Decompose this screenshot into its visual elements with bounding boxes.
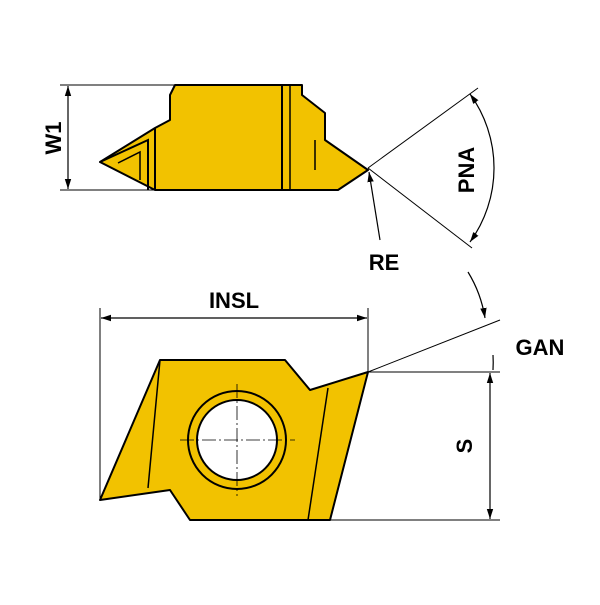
re-leader-line [369, 172, 380, 240]
gan-label: GAN [516, 335, 565, 360]
w1-label: W1 [41, 122, 66, 155]
insl-label: INSL [209, 288, 259, 313]
re-label: RE [369, 250, 400, 275]
s-label: S [452, 439, 477, 454]
pna-label: PNA [454, 147, 479, 194]
gan-arc-upper [468, 272, 485, 318]
gan-dimension: GAN [368, 272, 564, 372]
pna-dimension: PNA [368, 88, 494, 248]
re-leader: RE [369, 172, 400, 275]
side-view [100, 360, 368, 520]
gan-angle-line [368, 320, 500, 372]
top-view [100, 85, 368, 190]
